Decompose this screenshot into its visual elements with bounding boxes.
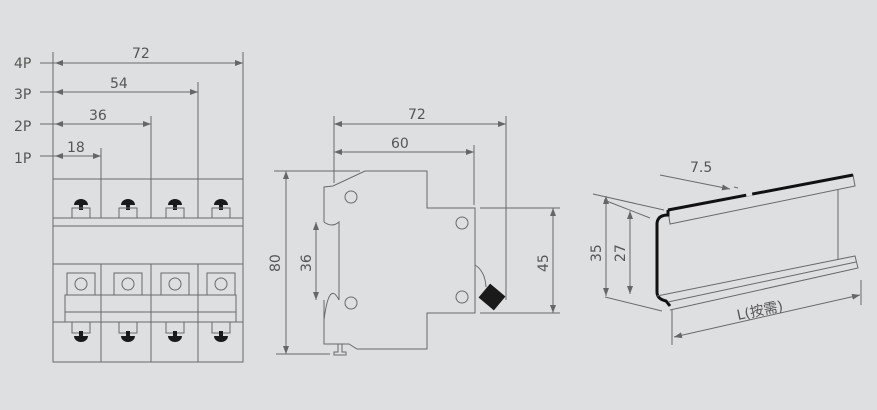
- label-1p: 1P: [14, 151, 31, 167]
- label-2p: 2P: [14, 119, 31, 135]
- terminal-screws: [66, 199, 236, 342]
- side-view: 72 60 80 36 45: [268, 107, 560, 356]
- side-height-80: 80: [268, 254, 284, 272]
- side-depth-72: 72: [408, 107, 426, 123]
- side-clip-36: 36: [299, 254, 315, 272]
- width-1p: 18: [67, 140, 85, 156]
- front-view: 4P 3P 2P 1P 72 54 36 18: [14, 46, 244, 363]
- label-3p: 3P: [14, 87, 31, 103]
- side-face-45: 45: [536, 254, 552, 272]
- rail-lip-7-5: 7.5: [690, 160, 712, 176]
- label-4p: 4P: [14, 56, 31, 72]
- side-depth-60: 60: [391, 136, 409, 152]
- rail-length: L(按需): [736, 299, 785, 324]
- handle-icon: [478, 283, 506, 311]
- rail-height-35: 35: [589, 244, 605, 262]
- width-2p: 36: [89, 108, 107, 124]
- width-4p: 72: [132, 46, 150, 62]
- din-rail: 7.5 35 27 L(按需): [589, 160, 862, 345]
- rail-height-27: 27: [613, 244, 629, 262]
- width-3p: 54: [110, 76, 128, 92]
